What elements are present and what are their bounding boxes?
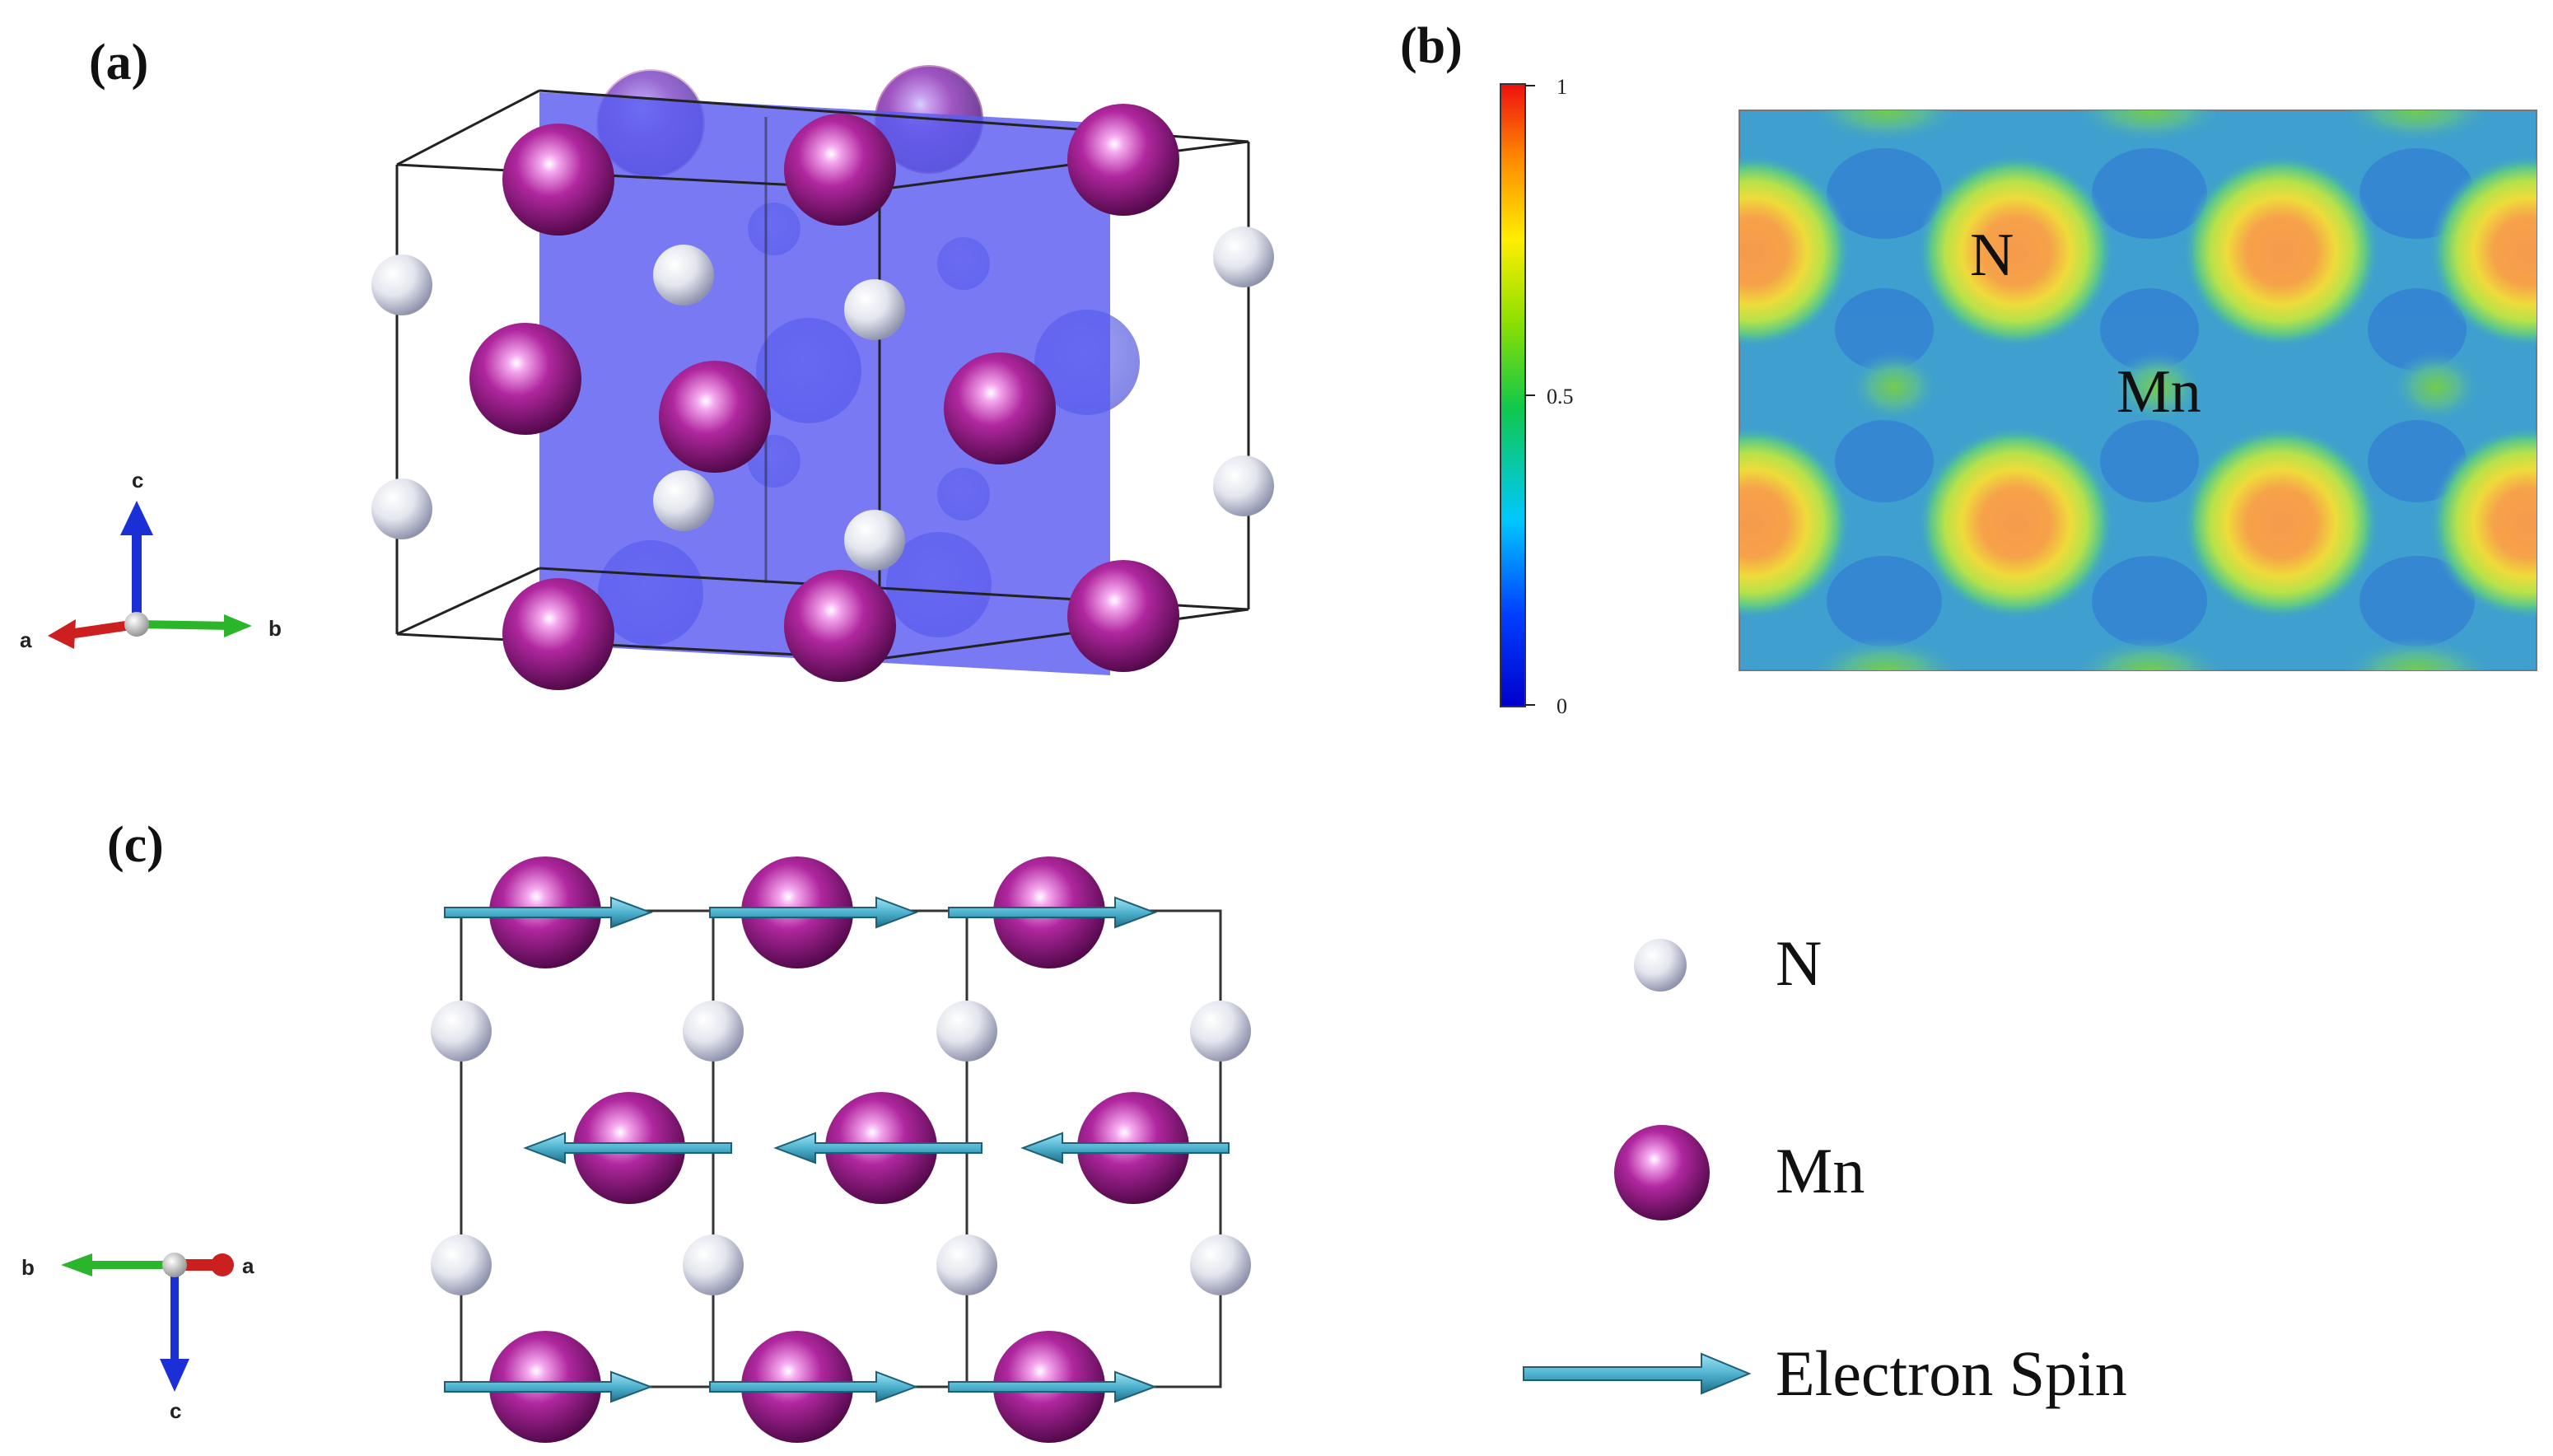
legend-mn-swatch xyxy=(1614,1125,1710,1220)
colorbar-tick-1: 1 xyxy=(1557,75,1567,99)
axis-label-c-c: c xyxy=(170,1398,181,1423)
legend: N Mn Electron Spin xyxy=(1523,927,2127,1409)
n-atom xyxy=(936,1001,997,1062)
axis-triad-a: c a b xyxy=(20,468,282,652)
legend-n-label: N xyxy=(1776,927,1822,999)
n-atom xyxy=(431,1001,492,1062)
n-atom xyxy=(844,510,905,571)
n-atom xyxy=(371,254,432,315)
n-atom xyxy=(1213,226,1274,287)
colorbar: 1 0.5 0 xyxy=(1500,75,1574,718)
n-atom xyxy=(431,1234,492,1295)
mn-atom xyxy=(469,323,581,435)
n-atom xyxy=(936,1234,997,1295)
map-label-mn: Mn xyxy=(2117,358,2201,426)
n-atom xyxy=(653,245,714,306)
legend-n-swatch xyxy=(1634,939,1687,992)
n-atom xyxy=(371,478,432,539)
mn-atom xyxy=(1067,560,1179,672)
panel-label-c: (c) xyxy=(107,817,164,873)
axis-triad-c: b a c xyxy=(21,1253,254,1423)
map-label-n: N xyxy=(1970,222,2014,289)
n-atom xyxy=(1213,455,1274,516)
n-atom xyxy=(653,470,714,531)
panel-label-b: (b) xyxy=(1400,18,1463,74)
crystal-structure-a xyxy=(371,65,1274,690)
n-atom xyxy=(1190,1001,1251,1062)
mn-atom xyxy=(1067,104,1179,216)
spin-arrow-right xyxy=(444,896,1157,929)
axis-label-a-c: a xyxy=(242,1253,254,1278)
n-atom xyxy=(1190,1234,1251,1295)
colorbar-tick-0: 0 xyxy=(1557,694,1567,718)
legend-mn-label: Mn xyxy=(1776,1135,1865,1206)
spin-arrow-right xyxy=(444,1370,1157,1403)
axis-label-b-a: b xyxy=(268,616,282,641)
mn-atom xyxy=(659,361,771,473)
n-atom xyxy=(683,1234,744,1295)
axis-label-a-a: a xyxy=(20,628,32,652)
axis-label-b-c: b xyxy=(21,1255,35,1280)
legend-spin-arrow xyxy=(1523,1352,1752,1395)
spin-arrow-left xyxy=(523,1132,1230,1164)
colorbar-tick-05: 0.5 xyxy=(1547,385,1574,408)
mn-atom xyxy=(502,578,614,690)
n-atom xyxy=(844,279,905,340)
axis-label-c-a: c xyxy=(132,468,143,492)
magnetic-structure-c xyxy=(431,856,1251,1443)
mn-atom xyxy=(502,124,614,236)
mn-atom xyxy=(784,114,896,226)
mn-atom xyxy=(784,570,896,682)
mn-atom xyxy=(944,352,1056,464)
panel-label-a: (a) xyxy=(89,35,148,91)
density-map: N Mn xyxy=(1739,110,2537,671)
n-atom xyxy=(683,1001,744,1062)
legend-spin-label: Electron Spin xyxy=(1776,1337,2127,1409)
